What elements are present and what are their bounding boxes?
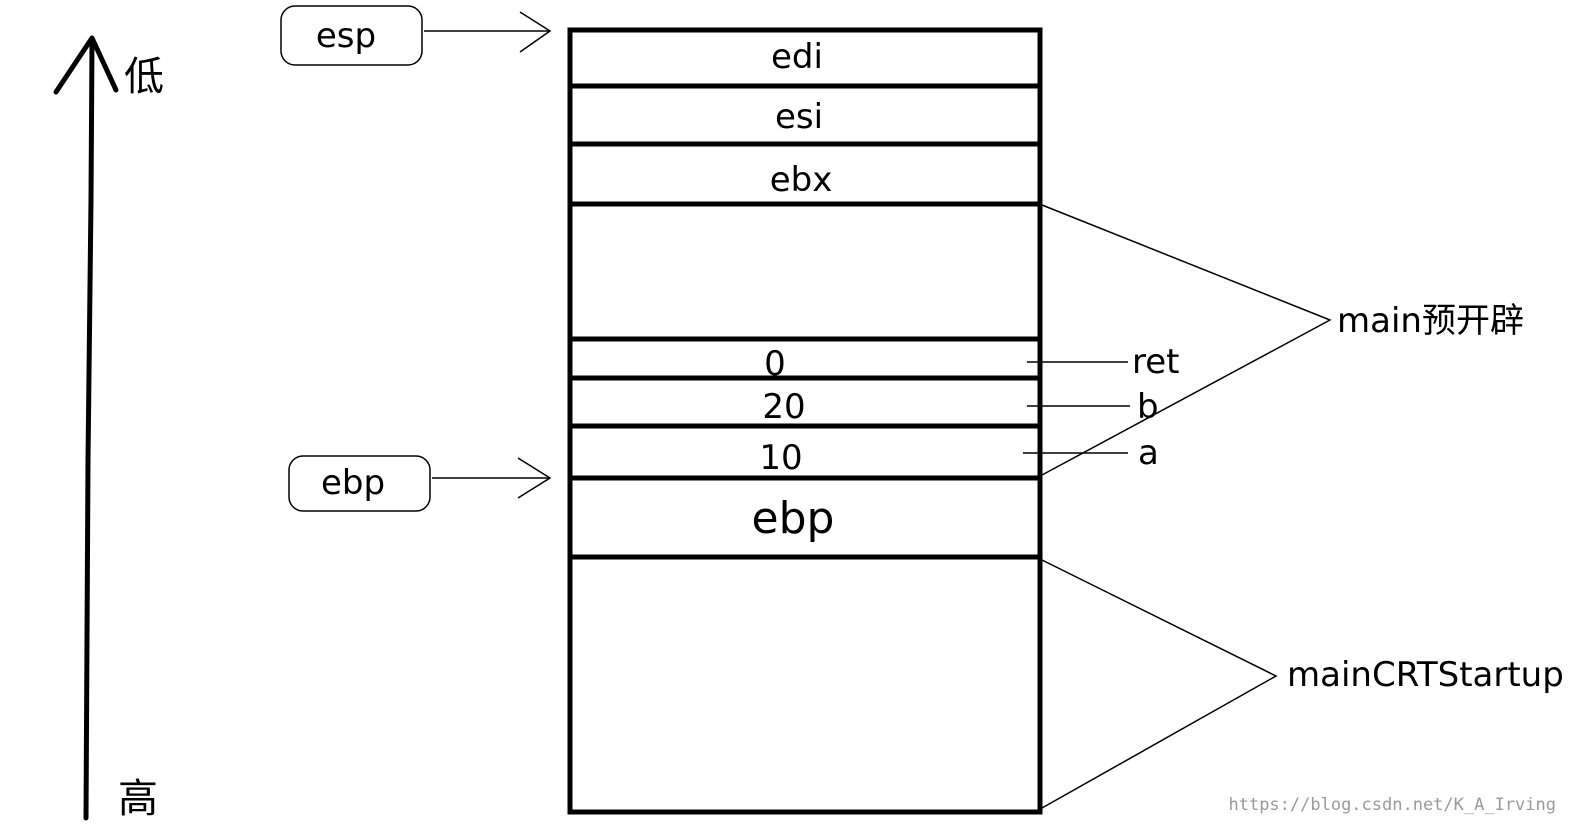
esp-pointer-label: esp	[316, 16, 376, 56]
crt-region-label: mainCRTStartup	[1287, 655, 1564, 695]
a-label: a	[1138, 433, 1159, 473]
stack-cell-edi: edi	[771, 37, 823, 77]
stack-cell-saved-ebp: ebp	[752, 493, 835, 544]
ret-label: ret	[1132, 342, 1179, 382]
esp-pointer: esp	[280, 5, 552, 66]
ebp-pointer: ebp	[288, 455, 552, 512]
stack-cell-a-value: 10	[759, 438, 802, 478]
esp-pointer-box	[280, 5, 423, 66]
stack-cell-ret-value: 0	[764, 344, 786, 384]
ebp-pointer-box	[288, 455, 431, 512]
low-address-label: 低	[124, 54, 164, 100]
stack-cell-b-value: 20	[762, 387, 805, 427]
crt-region-brace: mainCRTStartup	[1041, 559, 1564, 809]
stack-cell-ebx: ebx	[770, 160, 833, 200]
main-region-label: main预开辟	[1337, 301, 1524, 341]
b-label: b	[1137, 387, 1159, 427]
main-region-brace: main预开辟	[1041, 204, 1524, 476]
stack-outline	[567, 27, 1043, 815]
direction-arrow	[53, 35, 119, 821]
ebp-pointer-label: ebp	[321, 463, 385, 503]
high-address-label: 高	[118, 776, 158, 822]
stack-cell-esi: esi	[775, 97, 823, 137]
variable-labels: ret b a	[1023, 342, 1179, 473]
watermark-text: https://blog.csdn.net/K_A_Irving	[1228, 795, 1556, 815]
stack-frame: edi esi ebx 0 20 10 ebp	[567, 27, 1043, 815]
